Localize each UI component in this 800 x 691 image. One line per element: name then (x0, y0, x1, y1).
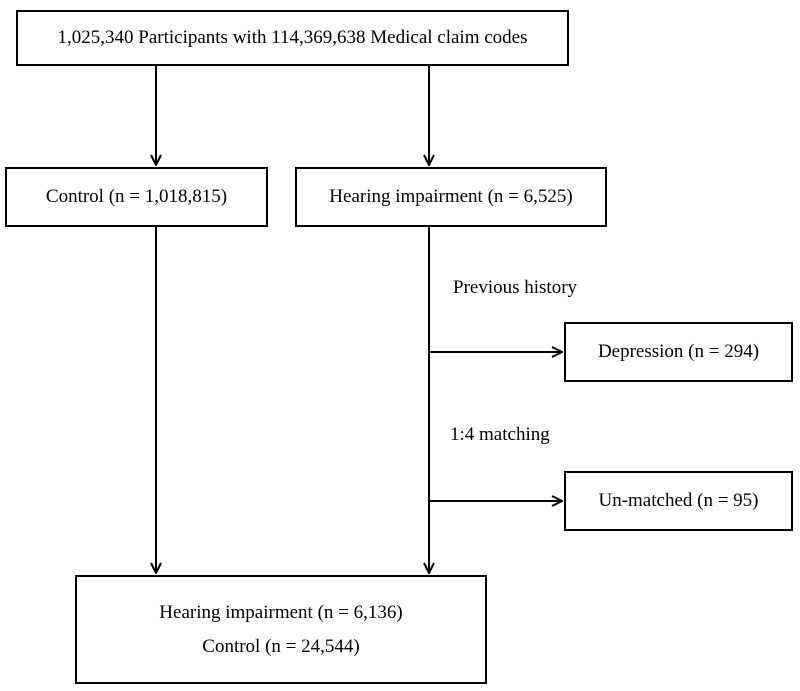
depression-box: Depression (n = 294) (564, 322, 793, 382)
control-box: Control (n = 1,018,815) (5, 167, 268, 227)
participants-text: 1,025,340 Participants with 114,369,638 … (57, 27, 528, 48)
depression-text: Depression (n = 294) (597, 341, 760, 362)
hearing-impairment-box: Hearing impairment (n = 6,525) (295, 167, 607, 227)
unmatched-text: Un-matched (n = 95) (598, 490, 759, 511)
previous-history-label: Previous history (453, 277, 578, 298)
unmatched-box: Un-matched (n = 95) (564, 471, 793, 531)
participants-box: 1,025,340 Participants with 114,369,638 … (16, 10, 569, 66)
final-control-text: Control (n = 24,544) (202, 635, 360, 657)
final-hearing-text: Hearing impairment (n = 6,136) (159, 601, 403, 623)
final-cohort-box: Hearing impairment (n = 6,136) Control (… (75, 575, 487, 684)
matching-label: 1:4 matching (450, 424, 550, 445)
hearing-impairment-text: Hearing impairment (n = 6,525) (329, 186, 573, 207)
control-text: Control (n = 1,018,815) (45, 186, 228, 207)
